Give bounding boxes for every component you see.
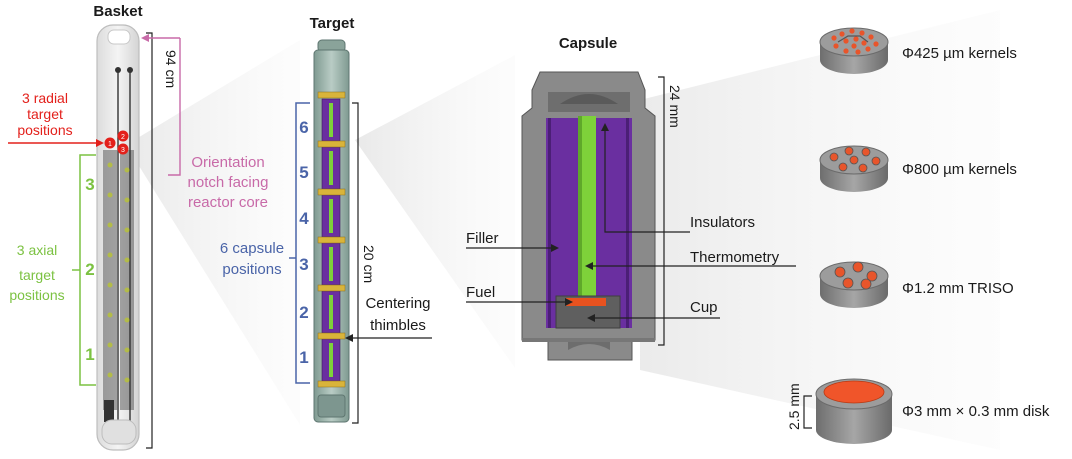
zoom-funnels: [126, 10, 1000, 450]
radial-arrow: [8, 139, 104, 147]
basket-drawing: [96, 24, 140, 451]
capsule-drawing: [521, 71, 656, 361]
target-position-1: 1: [299, 348, 308, 367]
radial-number-3: 3: [121, 147, 125, 154]
axial-label-line2: target: [19, 267, 55, 283]
target-position-5: 5: [299, 163, 308, 182]
capsule-positions-bracket: [289, 102, 310, 384]
insulators-label: Insulators: [690, 214, 755, 231]
target-position-3: 3: [299, 255, 308, 274]
insulators-leader: [604, 130, 690, 233]
filler-label: Filler: [466, 230, 499, 247]
fuel-type-2: Φ800 µm kernels: [902, 161, 1017, 178]
orientation-connector: [146, 37, 181, 176]
thermometry-label: Thermometry: [690, 249, 780, 266]
axial-number-1: 1: [85, 345, 94, 364]
radial-label-line1: 3 radial: [22, 90, 68, 106]
radial-label-line3: positions: [17, 122, 72, 138]
axial-number-2: 2: [85, 260, 94, 279]
radial-number-1: 1: [108, 141, 112, 148]
orientation-line3: reactor core: [188, 194, 268, 211]
fuel-leader: [466, 298, 573, 306]
fuel-type-4: Φ3 mm × 0.3 mm disk: [902, 403, 1050, 420]
cup-leader: [587, 314, 720, 322]
axial-bracket: [72, 154, 96, 386]
fuel-type-3: Φ1.2 mm TRISO: [902, 280, 1014, 297]
orientation-line1: Orientation: [191, 154, 264, 171]
target-drawing: [313, 39, 350, 423]
basket-title: Basket: [93, 3, 142, 20]
axial-label-line3: positions: [9, 287, 64, 303]
target-title: Target: [310, 15, 355, 32]
radial-position-markers: 1 2 3: [104, 130, 129, 155]
pellet-425um: [819, 27, 889, 74]
cup-label: Cup: [690, 299, 718, 316]
pellet-triso: [819, 261, 889, 308]
orientation-arrowhead: [141, 34, 149, 42]
axial-number-3: 3: [85, 175, 94, 194]
target-position-6: 6: [299, 118, 308, 137]
pellet-800um: [819, 145, 889, 192]
orientation-line2: notch facing: [188, 174, 269, 191]
pellet-disk: [815, 378, 893, 444]
target-length-bracket: [352, 102, 359, 424]
radial-number-2: 2: [121, 134, 125, 141]
capsule-positions-line2: positions: [222, 261, 281, 278]
insulators-arrowhead: [601, 123, 609, 131]
basket-length-bracket: [146, 32, 153, 449]
centering-line1: Centering: [365, 295, 430, 312]
disk-height-bracket: [803, 395, 812, 429]
radial-label-line2: target: [27, 106, 63, 122]
centering-line2: thimbles: [370, 317, 426, 334]
capsule-length-bracket: [658, 76, 665, 346]
filler-leader: [466, 244, 559, 252]
fuel-label: Fuel: [466, 284, 495, 301]
target-position-2: 2: [299, 303, 308, 322]
capsule-positions-line1: 6 capsule: [220, 240, 284, 257]
axial-label-line1: 3 axial: [17, 242, 57, 258]
capsule-length-label: 24 mm: [667, 85, 683, 128]
basket-length-label: 94 cm: [163, 50, 179, 88]
disk-height-label: 2.5 mm: [786, 383, 802, 430]
target-position-4: 4: [299, 209, 309, 228]
target-length-label: 20 cm: [361, 245, 377, 283]
centering-arrow: [345, 334, 432, 342]
fuel-type-1: Φ425 µm kernels: [902, 45, 1017, 62]
capsule-title: Capsule: [559, 35, 617, 52]
thermometry-leader: [585, 262, 796, 270]
